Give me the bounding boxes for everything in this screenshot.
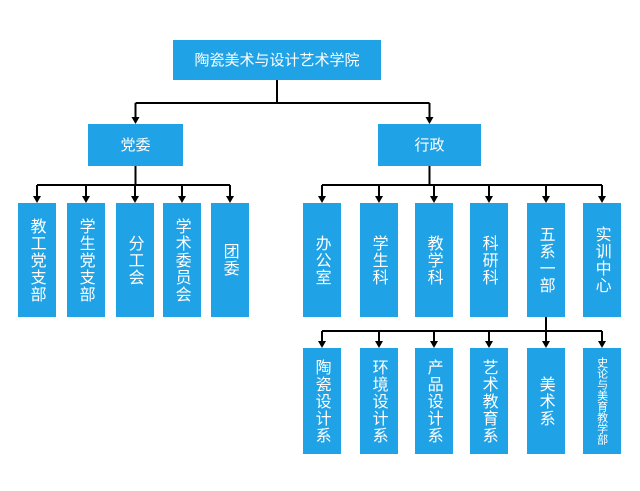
admin-child-node: 实训中心 (583, 203, 621, 317)
arrowhead (375, 341, 383, 348)
party-child-node: 学术委员会 (163, 203, 201, 317)
arrowhead (598, 196, 606, 203)
root-node: 陶瓷美术与设计艺术学院 (173, 40, 381, 80)
branch-administration: 行政 (378, 124, 481, 166)
arrowhead (598, 341, 606, 348)
admin-child-node: 教学科 (415, 203, 453, 317)
department-node: 艺术教育系 (470, 348, 508, 454)
admin-child-node: 科研科 (470, 203, 508, 317)
arrowhead (542, 341, 550, 348)
arrowhead (318, 341, 326, 348)
arrowhead (485, 341, 493, 348)
department-node: 环境设计系 (360, 348, 398, 454)
party-child-node: 分工会 (116, 203, 154, 317)
arrowhead (430, 341, 438, 348)
arrowhead (82, 196, 90, 203)
arrowhead (485, 196, 493, 203)
arrowhead (226, 196, 234, 203)
arrowhead (425, 117, 434, 124)
party-child-node: 团委 (211, 203, 249, 317)
party-child-node: 学生党支部 (67, 203, 105, 317)
arrowhead (33, 196, 41, 203)
admin-child-node: 学生科 (360, 203, 398, 317)
arrowhead (131, 196, 139, 203)
arrowhead (542, 196, 550, 203)
party-child-node: 教工党支部 (18, 203, 56, 317)
arrowhead (318, 196, 326, 203)
branch-party-committee: 党委 (88, 124, 183, 166)
admin-child-node: 五系一部 (527, 203, 565, 317)
arrowhead (430, 196, 438, 203)
arrowhead (375, 196, 383, 203)
department-node: 史论与美育教学部 (583, 348, 621, 454)
department-node: 陶瓷设计系 (303, 348, 341, 454)
admin-child-node: 办公室 (303, 203, 341, 317)
arrowhead (178, 196, 186, 203)
department-node: 美术系 (527, 348, 565, 454)
department-node: 产品设计系 (415, 348, 453, 454)
arrowhead (131, 117, 140, 124)
